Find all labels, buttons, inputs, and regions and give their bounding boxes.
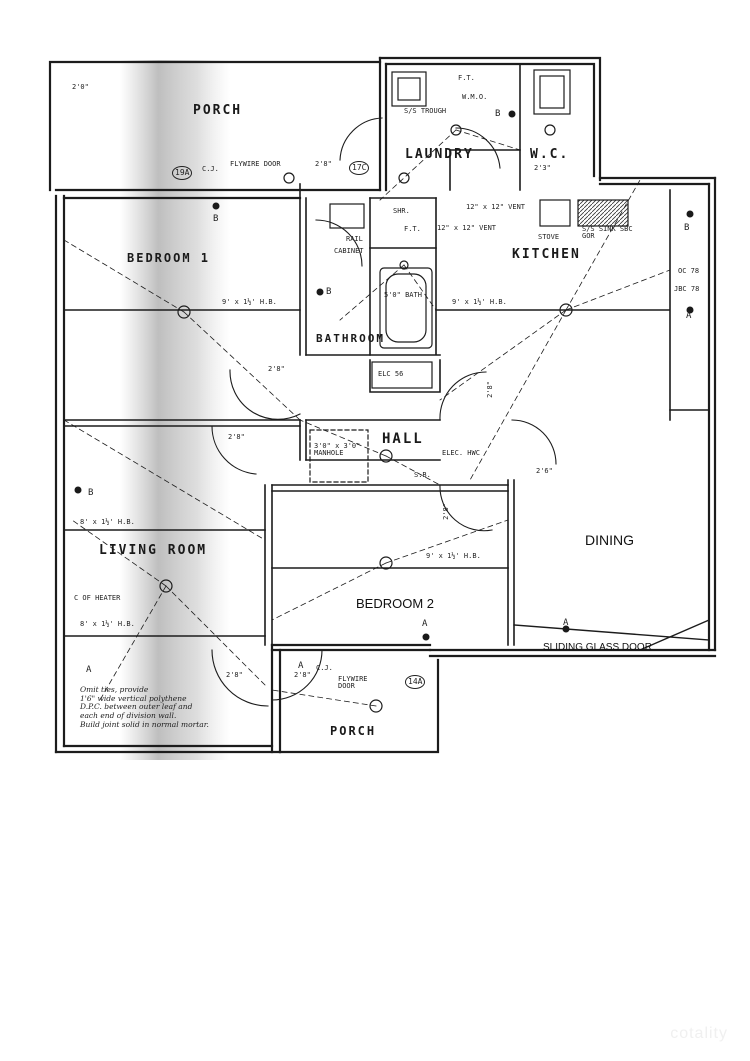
electrical-runs [63, 129, 671, 707]
room-label-laundry: LAUNDRY [405, 147, 474, 162]
elc-label: ELC 56 [378, 370, 404, 378]
shr-label: SHR. [393, 207, 410, 215]
dim-top-left: 2'0" [72, 83, 89, 91]
rail-label: RAIL [346, 235, 363, 243]
flywire-door-bottom-label: FLYWIRE DOOR [338, 675, 368, 690]
ss-trough-label: S/S TROUGH [404, 107, 447, 115]
heater-label: C OF HEATER [74, 594, 121, 602]
ft-top-label: F.T. [458, 74, 475, 82]
door-dim: 2'8" [315, 160, 332, 168]
door-dim: 2'8" [228, 433, 245, 441]
b-mark: B [326, 287, 332, 297]
watermark-logo: cotality [670, 1025, 728, 1042]
room-label-porch-bottom: PORCH [330, 724, 377, 738]
a-mark: A [686, 311, 692, 321]
ft-shower-label: F.T. [404, 225, 421, 233]
hb-living-label: 8' x 1½' H.B. [80, 518, 135, 526]
door-dim: 2'8" [268, 365, 285, 373]
a-mark: A [86, 665, 92, 675]
a-mark: A [563, 618, 569, 628]
cj-top-label: C.J. [202, 165, 219, 173]
room-label-porch-top: PORCH [193, 103, 243, 118]
bath-label: 5'0" BATH [384, 291, 422, 299]
hb-living2-label: 8' x 1½' H.B. [80, 620, 135, 628]
room-label-bathroom: BATHROOM [316, 332, 385, 345]
b-mark: B [495, 109, 501, 119]
room-label-bedroom2: BEDROOM 2 [356, 596, 435, 611]
flywire-door-top-label: FLYWIRE DOOR [230, 160, 281, 168]
hb-bed2-label: 9' x 1½' H.B. [426, 552, 481, 560]
room-label-wc: W.C. [530, 147, 570, 162]
sliding-glass-door-label: SLIDING GLASS DOOR [543, 642, 652, 653]
door-dim: 2'8" [294, 671, 311, 679]
b-mark: B [88, 488, 94, 498]
sb-label: S.B. [414, 471, 431, 479]
light-points [159, 124, 573, 713]
outer-walls [48, 56, 717, 754]
room-label-kitchen: KITCHEN [512, 247, 581, 262]
hb-bed1-label: 9' x 1½' H.B. [222, 298, 277, 306]
door-dim: 2'8" [485, 381, 494, 398]
vent2-label: 12" x 12" VENT [437, 224, 497, 232]
sliding-glass-door [513, 619, 710, 651]
door-swings [211, 117, 557, 707]
jbc-label: JBC 78 [674, 285, 700, 293]
cj-bottom-label: C.J. [316, 664, 333, 672]
fixtures [309, 69, 629, 483]
door-dim: 2'8" [441, 503, 450, 520]
b-mark: B [684, 223, 690, 233]
cabinet-label: CABINET [334, 247, 364, 255]
elec-hwc-label: ELEC. HWC [442, 449, 480, 457]
power-points [74, 110, 694, 641]
a-mark: A [422, 619, 428, 629]
tag-17c: 17C [349, 161, 370, 175]
oc-label: OC 78 [678, 267, 700, 275]
room-label-dining: DINING [585, 532, 634, 548]
interior-walls [63, 63, 710, 646]
b-mark: B [213, 214, 219, 224]
door-dim: 2'8" [226, 671, 243, 679]
hb-kitchen-label: 9' x 1½' H.B. [452, 298, 507, 306]
door-dim: 2'6" [536, 467, 553, 475]
vent1-label: 12" x 12" VENT [466, 203, 526, 211]
room-label-living-room: LIVING ROOM [99, 543, 208, 558]
sink-label: S/S SINK SBC GOR [582, 225, 633, 240]
manhole-label: 3'0" x 3'0" MANHOLE [314, 442, 361, 457]
door-dim: 2'3" [534, 164, 551, 172]
room-label-bedroom1: BEDROOM 1 [127, 251, 211, 265]
wmo-label: W.M.O. [462, 93, 488, 101]
a-mark: A [298, 661, 304, 671]
room-label-hall: HALL [382, 431, 424, 447]
stove-label: STOVE [538, 233, 560, 241]
tag-19a: 19A [172, 166, 193, 180]
tag-14a: 14A [405, 675, 426, 689]
construction-note: Omit ties, provide 1'6" wide vertical po… [80, 685, 209, 729]
